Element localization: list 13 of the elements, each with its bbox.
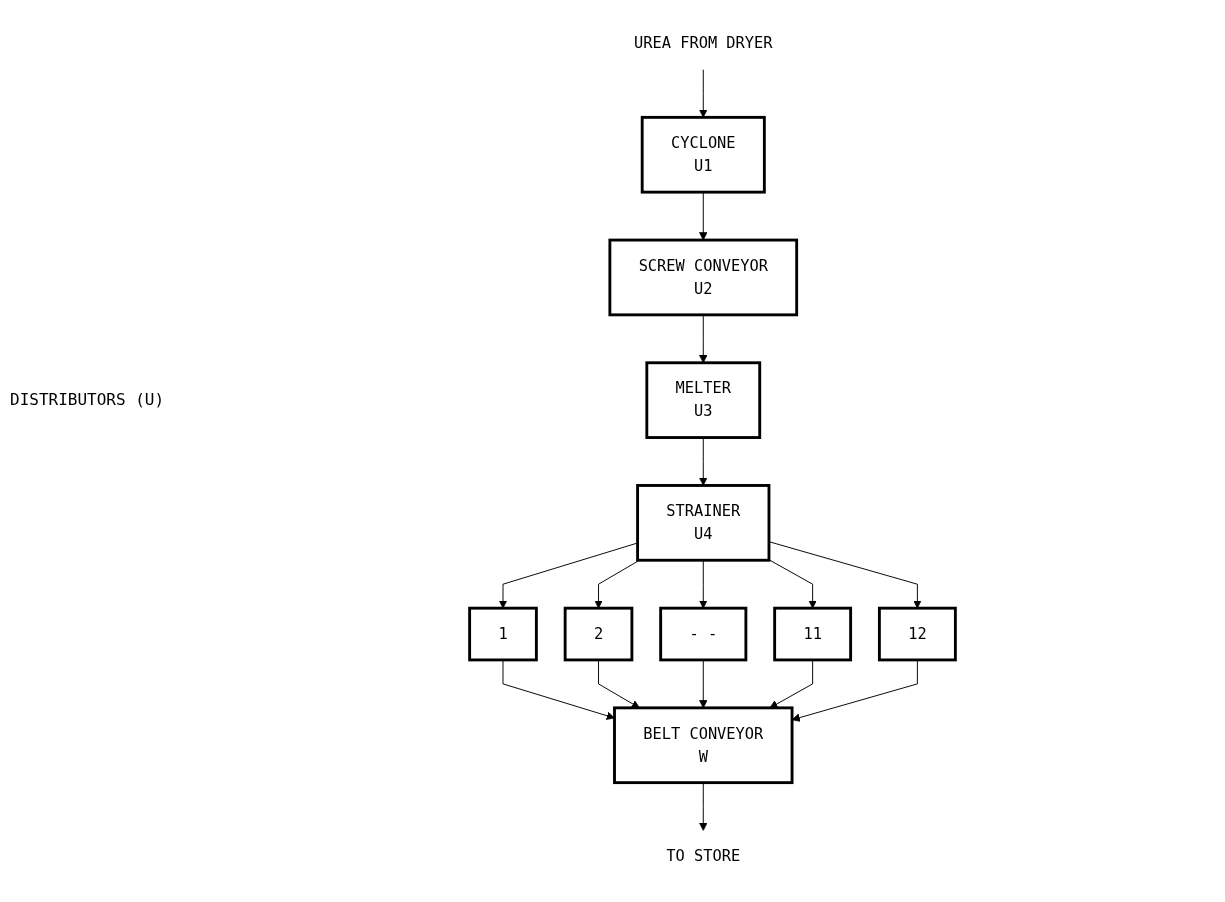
node-text: TO STORE: [666, 846, 741, 866]
node-box: MELTER U3: [645, 361, 762, 439]
node-box: 1: [468, 606, 538, 662]
node-box: 11: [773, 606, 853, 662]
node-box: - -: [659, 606, 748, 662]
node-box: CYCLONE U1: [640, 115, 766, 194]
node-box: SCREW CONVEYOR U2: [608, 238, 799, 317]
node-box: STRAINER U4: [636, 484, 771, 562]
node-text: UREA FROM DRYER: [634, 33, 773, 53]
node-box: 12: [877, 606, 957, 662]
node-box: 2: [563, 606, 634, 662]
node-box: BELT CONVEYOR W: [613, 706, 794, 785]
row-label: DISTRIBUTORS (U): [10, 390, 166, 409]
